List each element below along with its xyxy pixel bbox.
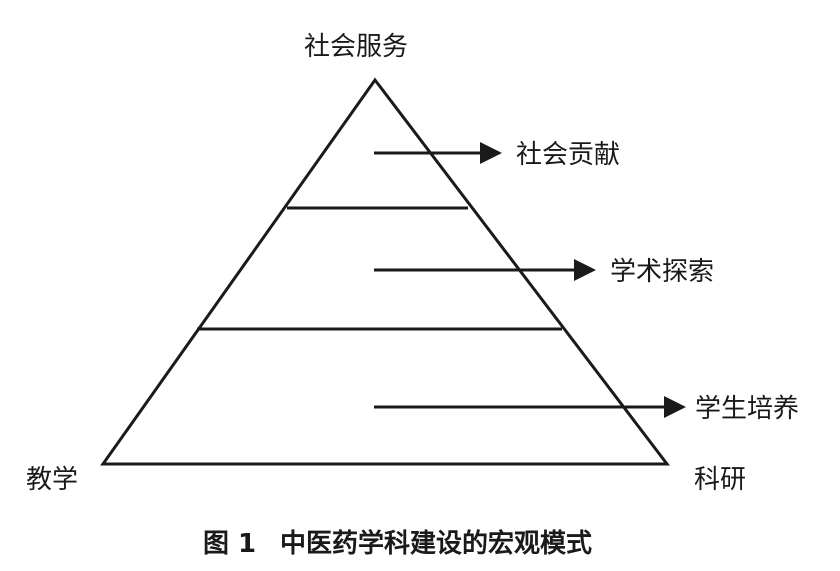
layer-label-academic-exploration: 学术探索 bbox=[610, 257, 714, 287]
layer-label-student-cultivation: 学生培养 bbox=[695, 394, 799, 424]
layer-label-social-contribution: 社会贡献 bbox=[516, 140, 620, 170]
arrowhead-social-contribution bbox=[480, 142, 502, 164]
arrowhead-academic-exploration bbox=[574, 259, 596, 281]
apex-label: 社会服务 bbox=[304, 32, 408, 62]
pyramid-outline bbox=[100, 77, 671, 466]
bottom-left-label: 教学 bbox=[26, 465, 78, 495]
bottom-right-label: 科研 bbox=[694, 465, 746, 495]
arrowhead-student-cultivation bbox=[664, 396, 686, 418]
figure-number: 图 1 bbox=[203, 529, 256, 559]
figure-title: 中医药学科建设的宏观模式 bbox=[280, 528, 592, 559]
